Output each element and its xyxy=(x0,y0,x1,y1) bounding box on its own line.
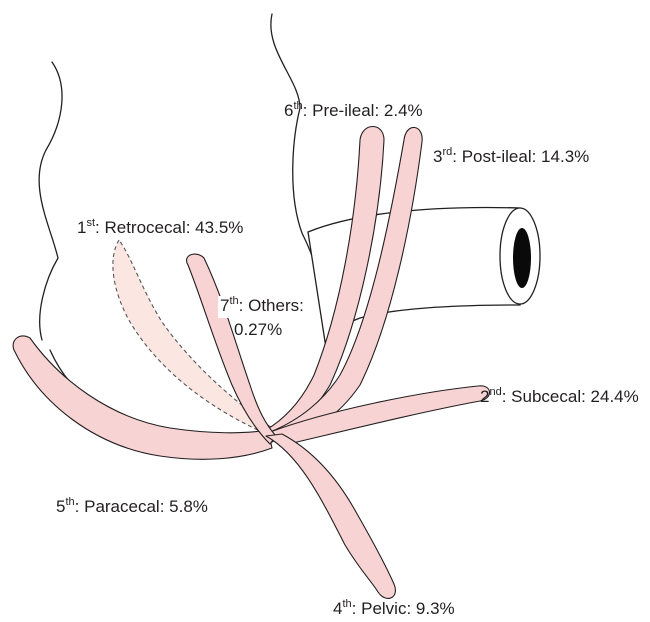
label-pelvic: 4th: Pelvic: 9.3% xyxy=(333,599,455,621)
label-others-sup: th xyxy=(229,295,238,307)
label-paracecal-sup: th xyxy=(65,496,74,508)
label-postileal-sup: rd xyxy=(442,146,452,158)
label-others-text: : Others: xyxy=(239,296,304,315)
label-preileal-text: : Pre-ileal: 2.4% xyxy=(303,101,423,120)
label-others: 7th: Others: xyxy=(218,296,306,318)
label-retrocecal-text: : Retrocecal: 43.5% xyxy=(95,218,243,237)
label-pelvic-sup: th xyxy=(342,598,351,610)
label-preileal-sup: th xyxy=(293,100,302,112)
label-pelvic-text: : Pelvic: 9.3% xyxy=(352,599,455,618)
label-preileal: 6th: Pre-ileal: 2.4% xyxy=(284,101,423,123)
label-retrocecal: 1st: Retrocecal: 43.5% xyxy=(77,218,243,240)
label-subcecal-sup: nd xyxy=(489,386,501,398)
label-postileal: 3rd: Post-ileal: 14.3% xyxy=(433,147,589,169)
label-others-line2: 0.27% xyxy=(234,320,282,340)
label-postileal-text: : Post-ileal: 14.3% xyxy=(452,147,589,166)
appendix-pelvic xyxy=(266,434,395,598)
label-subcecal: 2nd: Subcecal: 24.4% xyxy=(480,387,639,409)
label-subcecal-text: : Subcecal: 24.4% xyxy=(502,387,639,406)
label-paracecal: 5th: Paracecal: 5.8% xyxy=(56,497,208,519)
label-retrocecal-sup: st xyxy=(86,217,95,229)
ileum-lumen xyxy=(513,228,531,288)
label-paracecal-text: : Paracecal: 5.8% xyxy=(75,497,208,516)
